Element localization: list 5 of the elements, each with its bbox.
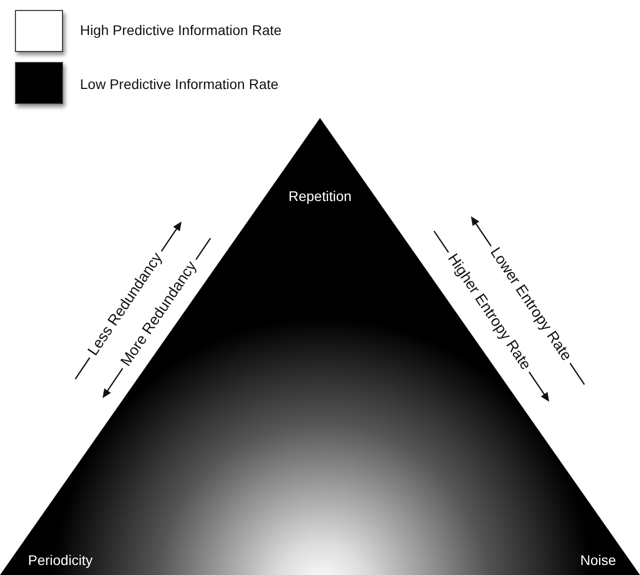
legend-text: High Predictive Information Rate: [80, 22, 282, 38]
legend-text: Low Predictive Information Rate: [80, 76, 278, 92]
corner-label: Periodicity: [28, 552, 93, 568]
corner-label: Repetition: [288, 188, 352, 204]
corner-label: Noise: [580, 552, 616, 568]
